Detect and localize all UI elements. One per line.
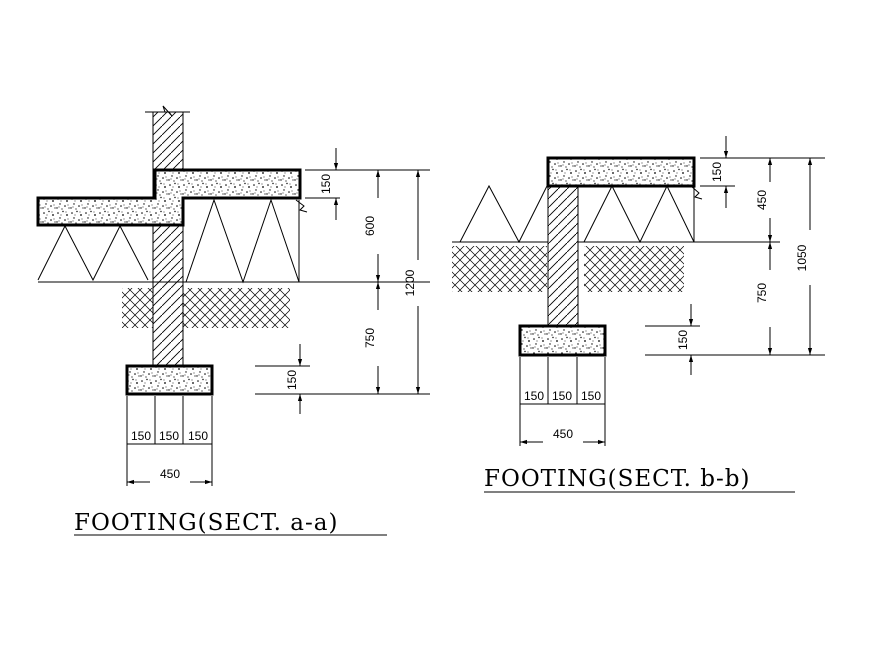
floor-slab-aa — [36, 168, 302, 227]
dim-depth-aa: 750 — [363, 328, 377, 348]
wall-break-aa — [145, 105, 190, 117]
dim-width-bb: 450 — [553, 427, 573, 441]
dim-col3-bb: 150 — [581, 389, 601, 403]
dim-col2-aa: 150 — [159, 429, 179, 443]
dim-col1-bb: 150 — [524, 389, 544, 403]
dim-col1-aa: 150 — [131, 429, 151, 443]
section-aa: 150 600 750 1200 150 150 150 150 450 FOO… — [36, 105, 430, 536]
dim-col2-bb: 150 — [552, 389, 572, 403]
dim-footing-bb: 150 — [676, 330, 690, 350]
soil-hatch-aa — [122, 282, 290, 332]
dim-total-aa: 1200 — [403, 269, 417, 296]
title-aa: FOOTING(SECT. a-a) — [74, 510, 338, 536]
dim-col3-aa: 150 — [188, 429, 208, 443]
title-bb: FOOTING(SECT. b-b) — [484, 466, 751, 492]
dim-slab-aa: 150 — [319, 174, 333, 194]
fill-triangles-bb — [459, 184, 703, 244]
dim-width-aa: 450 — [160, 467, 180, 481]
floor-slab-bb — [546, 156, 696, 188]
dim-footing-aa: 150 — [285, 370, 299, 390]
dim-fill-aa: 600 — [363, 216, 377, 236]
column-bb — [547, 185, 579, 327]
dim-total-bb: 1050 — [795, 244, 809, 271]
footing-aa — [125, 364, 214, 396]
dim-fill-bb: 450 — [755, 190, 769, 210]
dim-depth-bb: 750 — [755, 283, 769, 303]
dim-slab-bb: 150 — [710, 162, 724, 182]
soil-hatch-bb — [452, 246, 684, 292]
column-aa — [152, 111, 184, 367]
footing-bb — [518, 324, 607, 357]
section-bb: 150 450 750 1050 150 150 150 150 450 FOO… — [452, 136, 825, 493]
